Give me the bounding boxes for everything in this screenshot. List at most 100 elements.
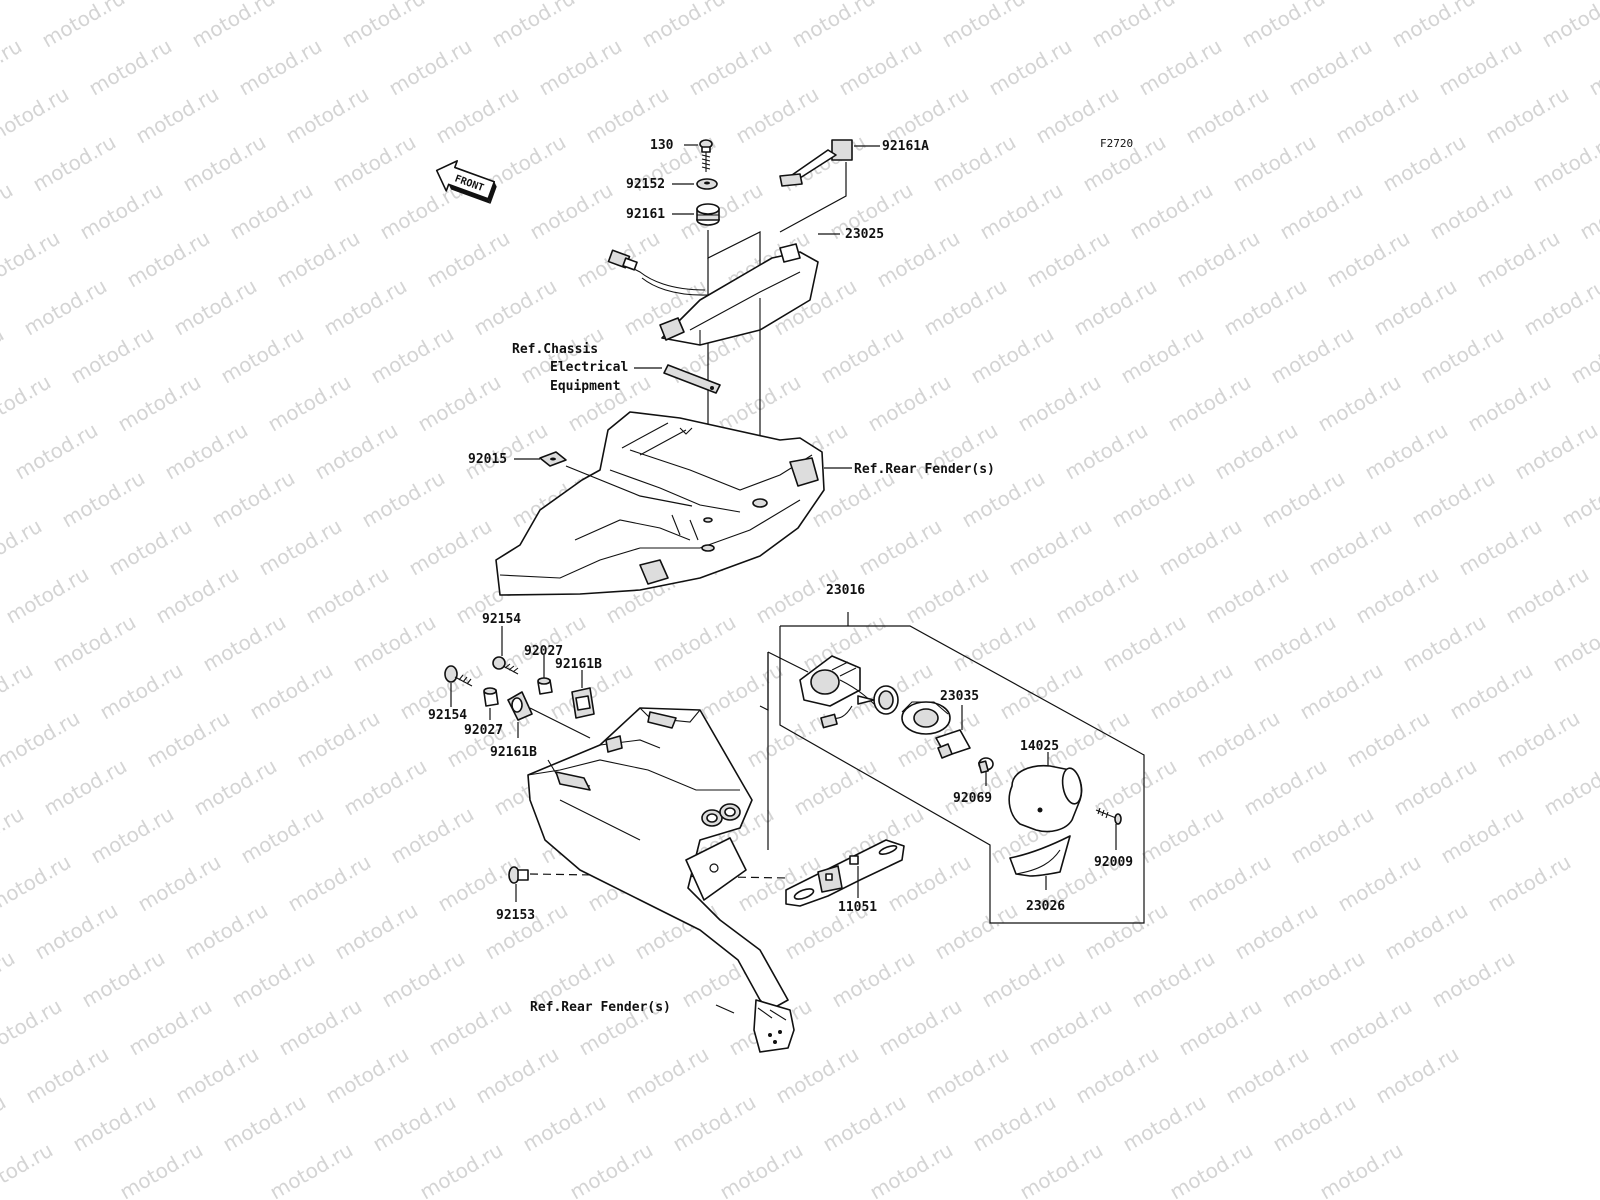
watermark-text: motod.ru: [0, 34, 26, 101]
watermark-text: motod.ru: [1455, 514, 1546, 581]
label-11051: 11051: [838, 900, 877, 915]
watermark-text: motod.ru: [741, 0, 832, 4]
watermark-text: motod.ru: [105, 514, 196, 581]
watermark-text: motod.ru: [116, 1138, 207, 1200]
watermark-text: motod.ru: [1191, 0, 1282, 4]
grommet-92161B-top: [571, 687, 595, 719]
label-23026: 23026: [1026, 899, 1065, 914]
watermark-text: motod.ru: [938, 0, 1029, 52]
watermark-text: motod.ru: [1202, 562, 1293, 629]
bolt-130: [699, 139, 713, 172]
spacer-92027-bottom: [483, 687, 499, 707]
watermark-text: motod.ru: [1182, 82, 1273, 149]
lamp-base: [799, 655, 879, 709]
watermark-text: motod.ru: [1491, 0, 1582, 4]
watermark-text: motod.ru: [790, 754, 881, 821]
watermark-text: motod.ru: [978, 946, 1069, 1013]
watermark-text: motod.ru: [1072, 1042, 1163, 1109]
watermark-text: motod.ru: [922, 1042, 1013, 1109]
figure-code: F2720: [1100, 137, 1133, 150]
watermark-text: motod.ru: [891, 0, 982, 4]
watermark-text: motod.ru: [716, 1138, 807, 1200]
watermark-text: motod.ru: [0, 322, 8, 389]
watermark-text: motod.ru: [237, 802, 328, 869]
watermark-text: motod.ru: [1117, 322, 1208, 389]
watermark-text: motod.ru: [1090, 754, 1181, 821]
watermark-text: motod.ru: [1428, 946, 1519, 1013]
label-92161A: 92161A: [882, 139, 929, 154]
watermark-text: motod.ru: [1511, 418, 1600, 485]
watermark-text: motod.ru: [1370, 274, 1461, 341]
label-92161: 92161: [626, 207, 665, 222]
watermark-text: motod.ru: [441, 0, 532, 4]
front-arrow-icon: FRONT: [435, 160, 497, 204]
watermark-text: motod.ru: [470, 274, 561, 341]
watermark-text: motod.ru: [141, 0, 232, 4]
watermark-text: motod.ru: [1464, 370, 1555, 437]
lamp-clip: [935, 729, 971, 759]
watermark-text: motod.ru: [1278, 946, 1369, 1013]
watermark-text: motod.ru: [0, 658, 37, 725]
watermark-text: motod.ru: [208, 466, 299, 533]
lamp-socket: [820, 685, 899, 729]
watermark-text: motod.ru: [246, 658, 337, 725]
watermark-text: motod.ru: [1269, 1090, 1360, 1157]
watermark-text: motod.ru: [1173, 226, 1264, 293]
watermark-text: motod.ru: [1041, 0, 1132, 4]
watermark-text: motod.ru: [920, 274, 1011, 341]
watermark-text: motod.ru: [1325, 994, 1416, 1061]
label-92152: 92152: [626, 177, 665, 192]
label-ref-rear-fender-upper: Ref.Rear Fender(s): [854, 462, 995, 477]
label-92027-top: 92027: [524, 644, 563, 659]
watermark-text: motod.ru: [1184, 850, 1275, 917]
watermark-text: motod.ru: [31, 898, 122, 965]
watermark-text: motod.ru: [1390, 754, 1481, 821]
watermark-text: motod.ru: [1119, 1090, 1210, 1157]
watermark-text: motod.ru: [976, 178, 1067, 245]
watermark-text: motod.ru: [949, 610, 1040, 677]
watermark-text: motod.ru: [1585, 34, 1600, 101]
watermark-text: motod.ru: [855, 514, 946, 581]
watermark-text: motod.ru: [1567, 322, 1600, 389]
watermark-text: motod.ru: [591, 0, 682, 4]
watermark-text: motod.ru: [0, 82, 73, 149]
watermark-text: motod.ru: [1408, 466, 1499, 533]
watermark-text: motod.ru: [1146, 658, 1237, 725]
watermark-text: motod.ru: [1538, 0, 1600, 52]
watermark-text: motod.ru: [967, 322, 1058, 389]
watermark-text: motod.ru: [228, 946, 319, 1013]
watermark-text: motod.ru: [1334, 850, 1425, 917]
label-23035: 23035: [940, 689, 979, 704]
spacer-92027-top: [537, 677, 553, 695]
watermark-text: motod.ru: [1352, 562, 1443, 629]
bulb-92069: [978, 757, 994, 774]
watermark-text: motod.ru: [1249, 610, 1340, 677]
watermark-text: motod.ru: [226, 178, 317, 245]
watermark-text: motod.ru: [338, 0, 429, 52]
watermark-text: motod.ru: [1596, 658, 1600, 725]
rear-fender-upper: [495, 411, 825, 596]
watermark-text: motod.ru: [1211, 418, 1302, 485]
watermark-text: motod.ru: [378, 946, 469, 1013]
watermark-text: motod.ru: [199, 610, 290, 677]
watermark-text: motod.ru: [819, 1090, 910, 1157]
watermark-text: motod.ru: [217, 322, 308, 389]
watermark-text: motod.ru: [1502, 562, 1593, 629]
watermark-text: motod.ru: [1372, 1042, 1463, 1109]
watermark-text: motod.ru: [132, 82, 223, 149]
watermark-text: motod.ru: [1016, 1138, 1107, 1200]
washer-92152: [696, 178, 718, 190]
label-92027-bottom: 92027: [464, 723, 503, 738]
watermark-text: motod.ru: [114, 370, 205, 437]
watermark-text: motod.ru: [996, 658, 1087, 725]
watermark-text: motod.ru: [1473, 226, 1564, 293]
watermark-text: motod.ru: [291, 0, 382, 4]
watermark-text: motod.ru: [405, 514, 496, 581]
watermark-text: motod.ru: [1135, 34, 1226, 101]
watermark-text: motod.ru: [329, 130, 420, 197]
watermark-text: motod.ru: [1175, 994, 1266, 1061]
watermark-text: motod.ru: [320, 274, 411, 341]
watermark-text: motod.ru: [358, 466, 449, 533]
watermark-text: motod.ru: [0, 802, 28, 869]
watermark-text: motod.ru: [1276, 178, 1367, 245]
